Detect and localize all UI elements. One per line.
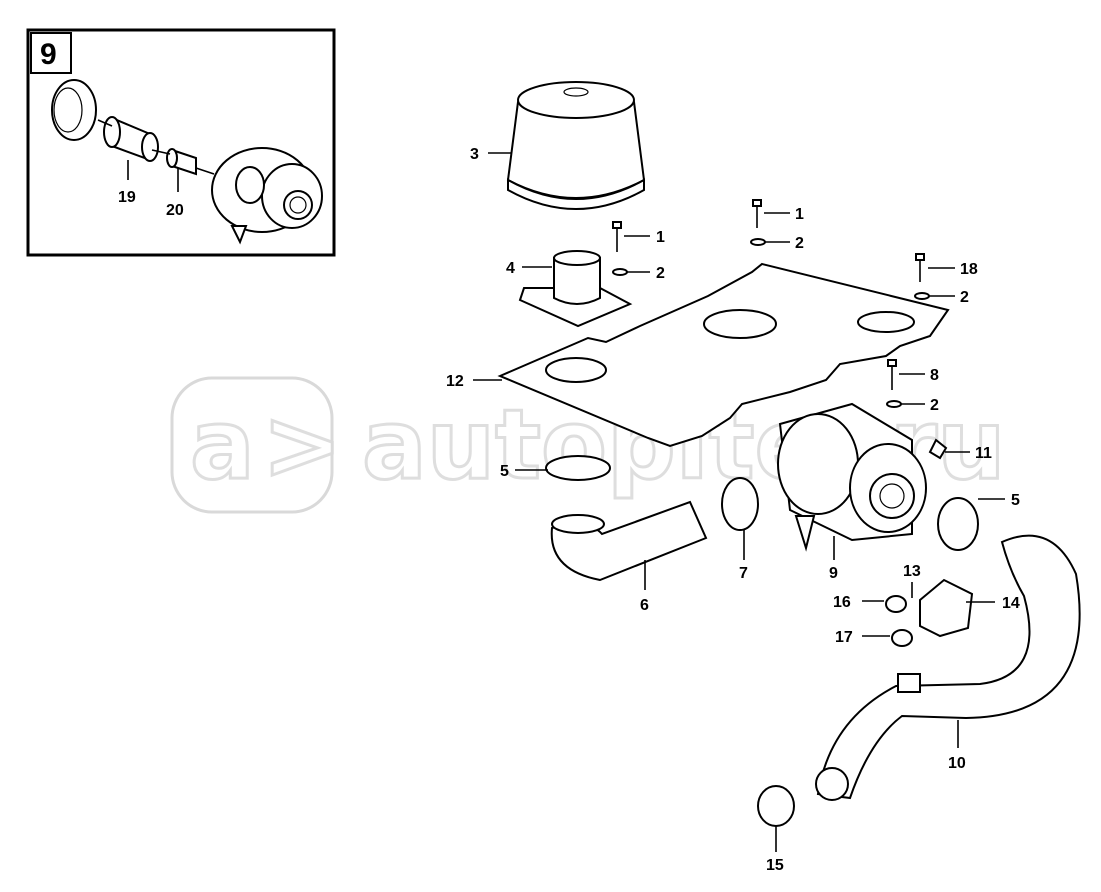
callout-7: 7 — [739, 565, 748, 582]
callout-10: 10 — [948, 755, 966, 772]
mounting-plate — [497, 262, 950, 448]
callout-5a: 5 — [500, 463, 509, 480]
watermark-logo: a — [190, 389, 255, 501]
callout-20: 20 — [166, 202, 184, 219]
hose-main — [815, 534, 1081, 801]
callout-6: 6 — [640, 597, 649, 614]
callout-17: 17 — [835, 629, 853, 646]
bracket-14 — [919, 578, 974, 638]
inset-panel: 9 19 20 — [26, 28, 336, 257]
leader-lines — [473, 152, 1005, 852]
clamp-right — [937, 497, 979, 551]
hose-elbow — [550, 500, 708, 582]
callout-14: 14 — [1002, 595, 1020, 612]
callout-3: 3 — [470, 146, 479, 163]
callout-2a: 2 — [656, 265, 665, 282]
fitting-17 — [891, 629, 913, 647]
callout-1a: 1 — [656, 229, 665, 246]
callout-2d: 2 — [930, 397, 939, 414]
fasteners — [612, 199, 948, 460]
precleaner-bowl — [506, 81, 646, 210]
callout-19: 19 — [118, 189, 136, 206]
callout-2b: 2 — [795, 235, 804, 252]
callout-labels: 1 1 2 2 2 2 3 4 5 5 6 7 8 9 10 11 12 13 … — [446, 146, 1020, 874]
callout-5b: 5 — [1011, 492, 1020, 509]
callout-1b: 1 — [795, 206, 804, 223]
callout-4: 4 — [506, 260, 515, 277]
callout-9: 9 — [829, 565, 838, 582]
clamp-7 — [721, 477, 759, 531]
callout-13: 13 — [903, 563, 921, 580]
callout-12: 12 — [446, 373, 464, 390]
callout-15: 15 — [766, 857, 784, 874]
callout-16: 16 — [833, 594, 851, 611]
watermark-arrow: > — [262, 389, 342, 501]
callout-18: 18 — [960, 261, 978, 278]
air-cleaner-housing — [777, 402, 927, 552]
callout-11: 11 — [975, 445, 992, 462]
inset-number: 9 — [40, 38, 57, 71]
fitting-16 — [885, 595, 907, 613]
callout-2c: 2 — [960, 289, 969, 306]
callout-8: 8 — [930, 367, 939, 384]
clamp-left — [545, 455, 611, 481]
clamp-15 — [757, 785, 795, 827]
adapter — [518, 250, 633, 328]
